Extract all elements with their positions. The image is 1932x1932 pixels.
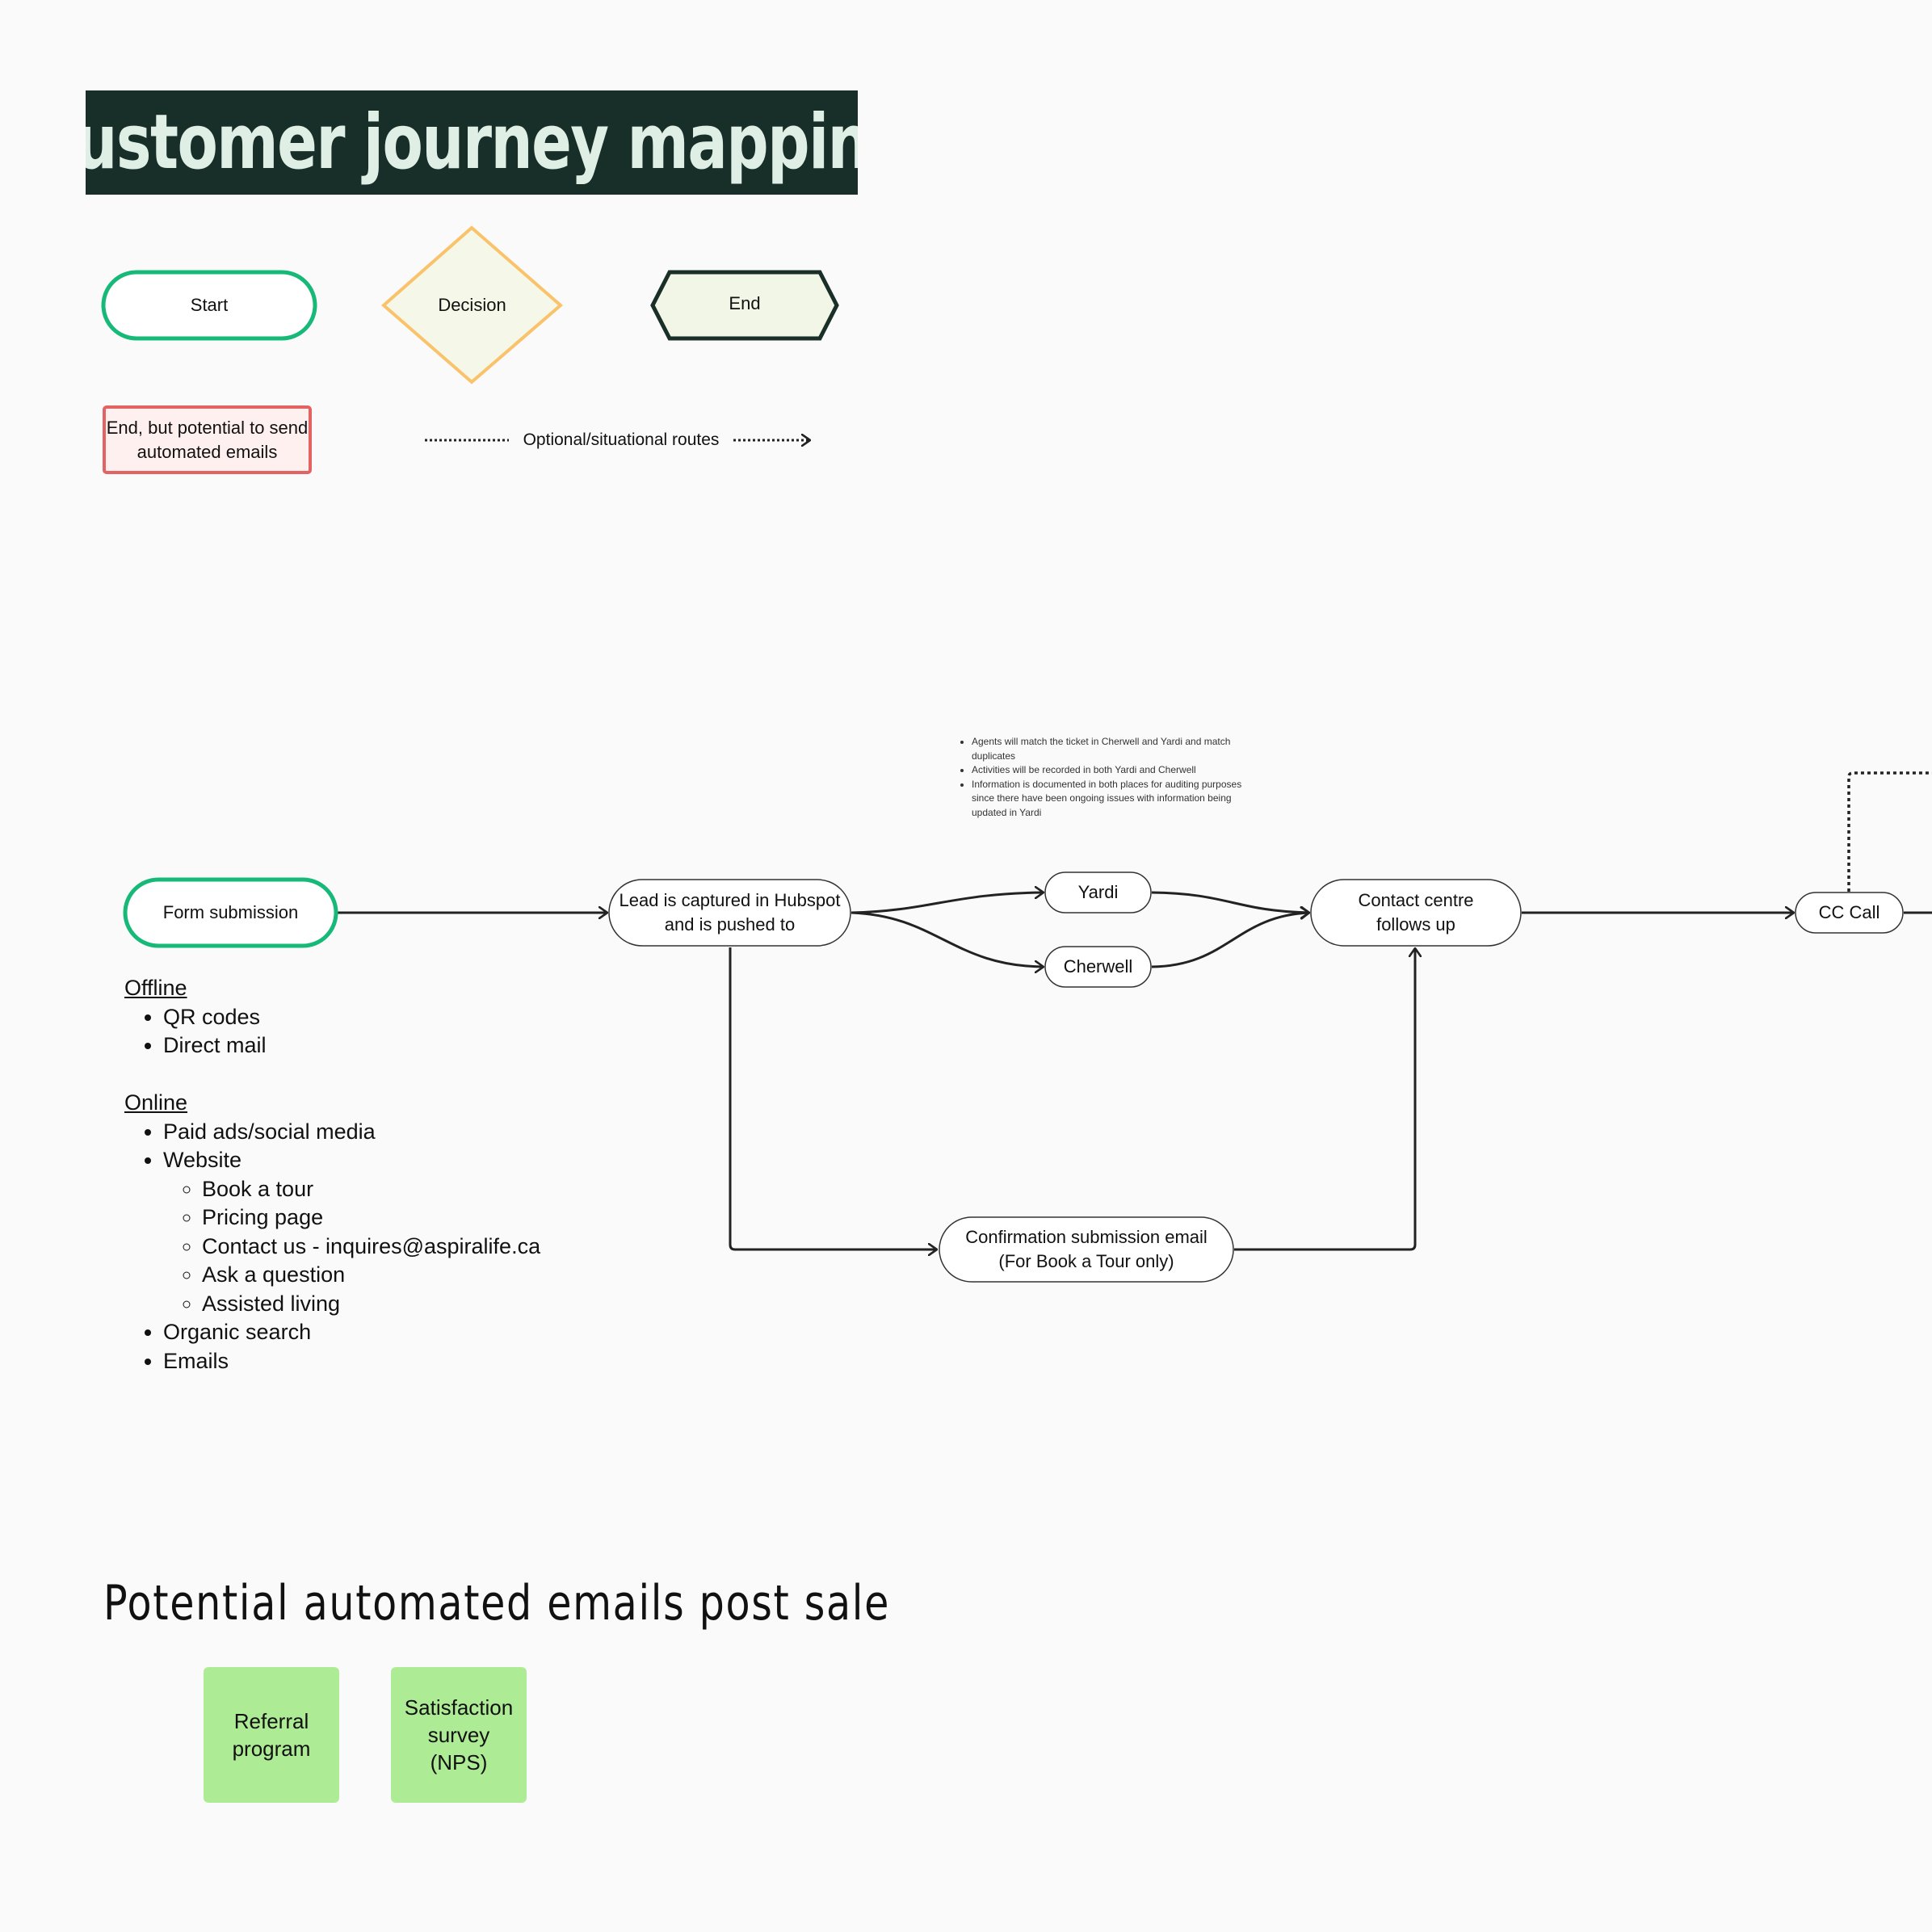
legend-end-shape[interactable] xyxy=(650,270,839,341)
node-form-submission-shape[interactable] xyxy=(123,877,338,948)
online-heading: Online xyxy=(124,1090,188,1115)
node-cherwell-shape[interactable] xyxy=(1044,946,1152,988)
connector-lead-to-cherwell[interactable] xyxy=(850,911,1044,967)
node-contact-centre-shape[interactable] xyxy=(1310,879,1522,947)
sub-list-item: Assisted living xyxy=(202,1290,625,1319)
website-sublist: Book a tour Pricing page Contact us - in… xyxy=(163,1175,625,1319)
sub-list-item: Book a tour xyxy=(202,1175,625,1204)
legend-start-shape[interactable] xyxy=(101,270,317,341)
list-item: QR codes xyxy=(163,1003,625,1032)
sticky-note-referral[interactable]: Referral program xyxy=(204,1667,339,1803)
offline-heading: Offline xyxy=(124,976,187,1000)
sticky-note-satisfaction[interactable]: Satisfaction survey (NPS) xyxy=(391,1667,527,1803)
legend-decision-shape[interactable] xyxy=(380,225,564,384)
connector-lead-to-confirmation[interactable] xyxy=(729,947,937,1250)
node-lead-captured-shape[interactable] xyxy=(608,879,851,947)
list-item: Website Book a tour Pricing page Contact… xyxy=(163,1146,625,1318)
process-notes: Agents will match the ticket in Cherwell… xyxy=(959,735,1262,820)
connector-cherwell-to-contact[interactable] xyxy=(1151,913,1309,968)
legend-end-with-emails-shape[interactable] xyxy=(103,405,312,474)
connector-lead-to-yardi[interactable] xyxy=(850,892,1044,914)
sub-list-item: Contact us - inquires@aspiralife.ca xyxy=(202,1233,625,1262)
offline-list: QR codes Direct mail xyxy=(124,1003,625,1060)
node-confirmation-email-shape[interactable] xyxy=(939,1216,1234,1283)
post-sale-heading: Potential automated emails post sale xyxy=(103,1575,891,1632)
list-item: Emails xyxy=(163,1347,625,1376)
page-title: Customer journey mapping xyxy=(86,98,858,187)
lead-channels-list: Offline QR codes Direct mail Online Paid… xyxy=(124,974,625,1376)
sub-list-item: Ask a question xyxy=(202,1261,625,1290)
sub-list-item: Pricing page xyxy=(202,1203,625,1233)
online-list: Paid ads/social media Website Book a tou… xyxy=(124,1118,625,1376)
connector-cccall-optional-route[interactable] xyxy=(1847,771,1932,892)
list-item: Organic search xyxy=(163,1318,625,1347)
connector-confirmation-to-contact[interactable] xyxy=(1234,948,1415,1251)
node-yardi-shape[interactable] xyxy=(1044,872,1152,914)
note-item: Agents will match the ticket in Cherwell… xyxy=(972,735,1262,763)
node-cc-call-shape[interactable] xyxy=(1795,892,1904,934)
title-banner: Customer journey mapping xyxy=(86,90,858,195)
list-item: Paid ads/social media xyxy=(163,1118,625,1147)
list-item: Direct mail xyxy=(163,1031,625,1060)
note-item: Activities will be recorded in both Yard… xyxy=(972,763,1262,778)
note-item: Information is documented in both places… xyxy=(972,778,1262,821)
connector-yardi-to-contact[interactable] xyxy=(1151,891,1309,913)
